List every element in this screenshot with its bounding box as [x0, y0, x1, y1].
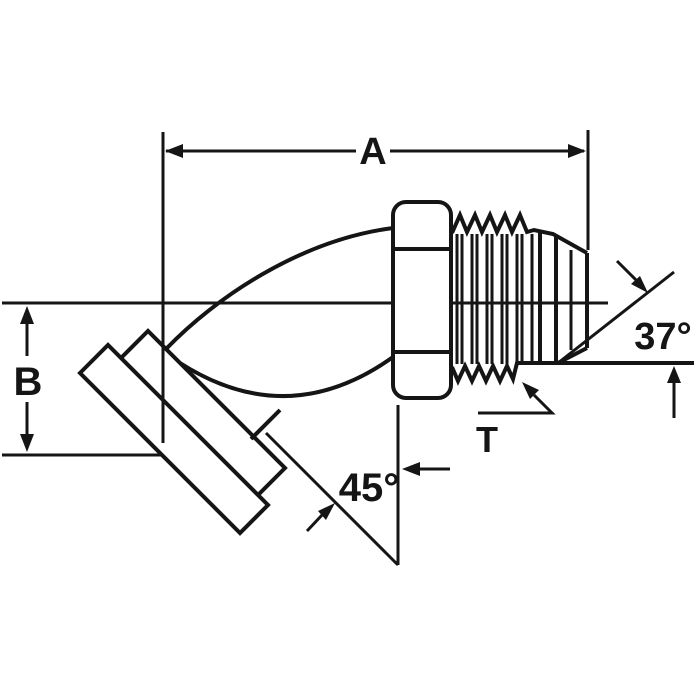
dim-b-arrow-top: [20, 306, 34, 324]
fitting-body: [2, 200, 694, 536]
dimension-a: A: [161, 130, 590, 443]
dim-a-label: A: [359, 131, 386, 173]
angle-45-arc-arrow: [318, 503, 335, 520]
angle-37-ray: [557, 270, 675, 365]
angle-45-callout: 45°: [264, 405, 450, 567]
thread-label: T: [476, 419, 498, 460]
angle-45-ray: [264, 431, 400, 567]
angle-37-leader: [615, 259, 638, 282]
dim-b-label: B: [14, 360, 43, 404]
thread-lines: [455, 234, 534, 364]
thread-leader-arrow: [522, 382, 539, 399]
dimension-b: B: [2, 306, 162, 457]
thread-crest-top: [450, 209, 588, 255]
angle-45-arc-leader: [305, 512, 325, 533]
thread-crest-bottom-and-baseline: [450, 361, 694, 386]
flange-plate-front: [77, 342, 271, 536]
dim-a-arrow-left: [165, 144, 183, 158]
angle-37-up-arrow: [667, 366, 681, 383]
hex-nut: [391, 200, 453, 400]
tube-lower-curve: [178, 355, 395, 398]
angle-37-leader-arrow: [631, 276, 648, 293]
angle-45-label: 45°: [339, 466, 400, 510]
dim-b-arrow-bottom: [20, 434, 34, 452]
angle-37-callout: 37°: [557, 259, 692, 418]
tube-upper-curve: [164, 226, 394, 351]
angle-37-label: 37°: [634, 316, 691, 358]
thread-callout: T: [476, 382, 556, 460]
thread-leader-line: [478, 393, 556, 415]
angle-45-horizontal-arrow: [402, 462, 420, 476]
dim-a-arrow-right: [568, 144, 586, 158]
tube-flange-joint-line: [249, 408, 282, 441]
